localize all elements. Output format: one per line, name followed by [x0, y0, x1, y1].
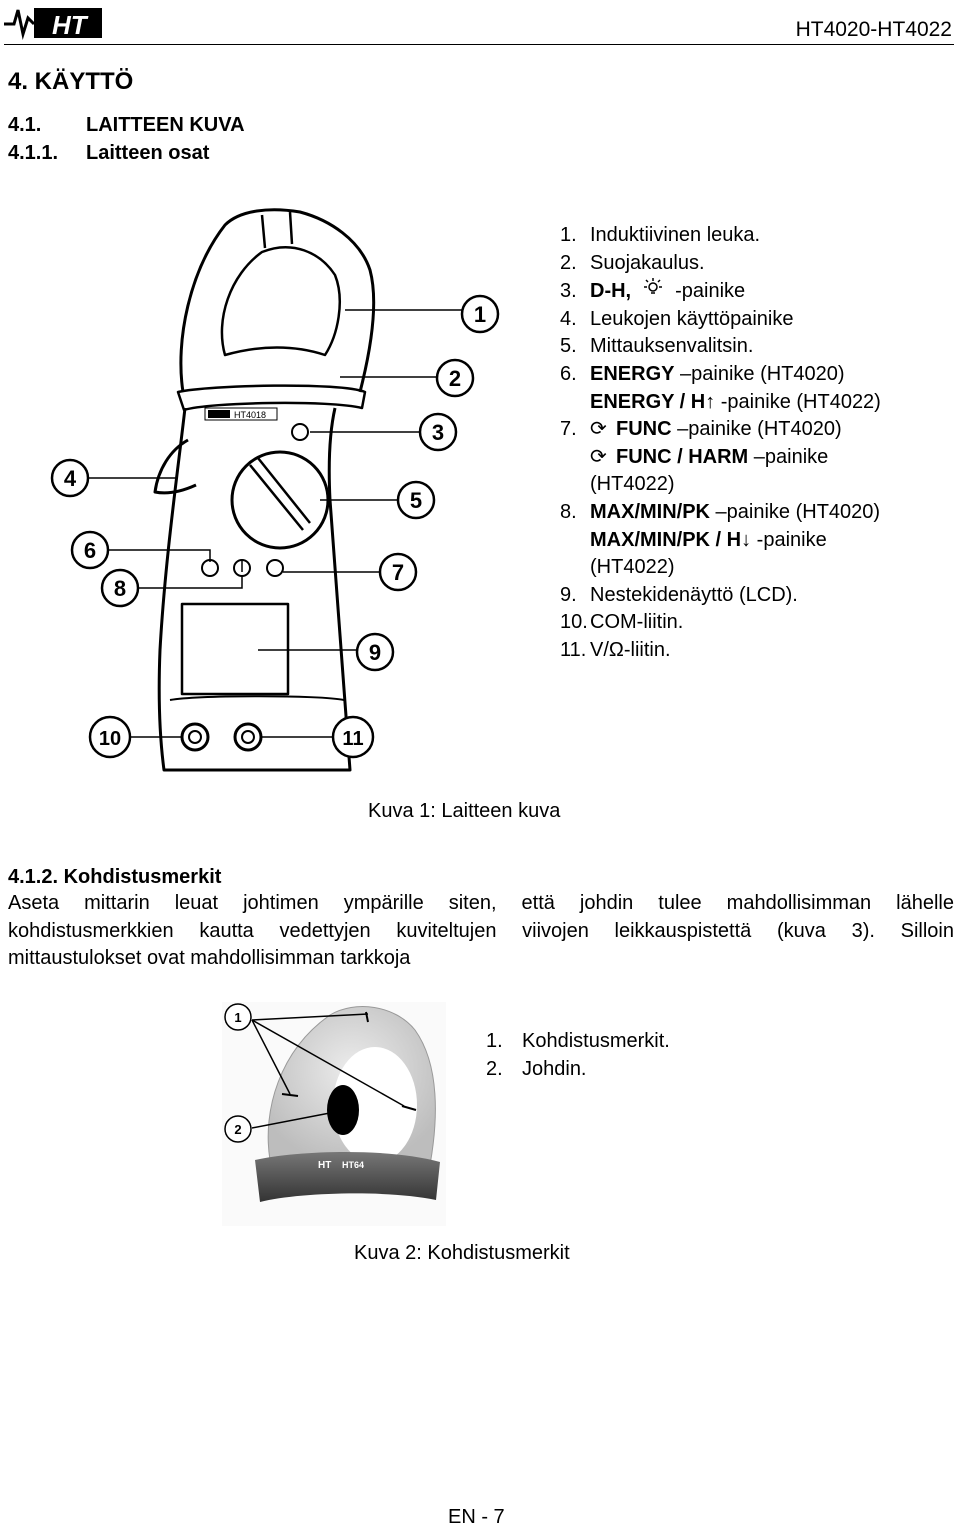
callout-7: 7 — [378, 552, 418, 592]
parts-list: 1.Induktiivinen leuka. 2.Suojakaulus. 3.… — [560, 222, 881, 665]
arrow-up-icon: ↑ — [705, 390, 716, 413]
subsubsection-heading-2: 4.1.2. Kohdistusmerkit — [8, 866, 222, 888]
button-maxmin — [266, 559, 284, 577]
cycle-icon: ⟳ — [590, 445, 607, 468]
jaw-opening — [333, 1047, 417, 1163]
list-item: 3.D-H, -painike — [560, 277, 881, 306]
svg-text:6: 6 — [84, 538, 96, 563]
svg-text:1: 1 — [234, 1010, 241, 1025]
jaw-trigger — [153, 438, 197, 495]
svg-text:3: 3 — [432, 420, 444, 445]
list-item-continuation: (HT4022) — [590, 473, 675, 496]
svg-text:7: 7 — [392, 560, 404, 585]
fig2-callout-2: 2 — [224, 1115, 252, 1143]
ht-logo: HT — [4, 4, 104, 40]
jaw-photo-figure: HT HT64 1 2 — [222, 1002, 446, 1226]
lcd-display — [180, 602, 290, 696]
svg-text:HT: HT — [52, 10, 89, 40]
list-item-continuation: MAX/MIN/PK / H↓ -painike — [590, 528, 827, 551]
callout-10: 10 — [88, 715, 132, 759]
svg-text:5: 5 — [410, 488, 422, 513]
v-ohm-terminal — [233, 722, 263, 752]
page-number: EN - 7 — [448, 1506, 505, 1528]
list-item: 6.ENERGY –painike (HT4020) — [560, 362, 845, 385]
list-item: 8.MAX/MIN/PK –painike (HT4020) — [560, 500, 881, 523]
callout-4: 4 — [50, 458, 90, 498]
callout-2: 2 — [435, 358, 475, 398]
button-energy — [201, 559, 219, 577]
svg-text:11: 11 — [342, 728, 363, 750]
hand-guard — [176, 384, 367, 412]
callout-3: 3 — [418, 412, 458, 452]
svg-text:2: 2 — [449, 366, 461, 391]
arrow-down-icon: ↓ — [741, 528, 752, 551]
list-item: 9.Nestekidenäyttö (LCD). — [560, 583, 798, 606]
callout-11: 11 — [331, 715, 375, 759]
list-item: 10.COM-liitin. — [560, 611, 684, 634]
subsection-heading: 4.1.LAITTEEN KUVA — [8, 114, 245, 136]
subsubsection-heading: 4.1.1.Laitteen osat — [8, 142, 210, 164]
callout-6: 6 — [70, 530, 110, 570]
list-item: 1.Kohdistusmerkit. — [486, 1030, 670, 1052]
svg-text:4: 4 — [64, 466, 77, 491]
jaw-inner — [220, 246, 341, 357]
cycle-icon: ⟳ — [590, 418, 607, 441]
header-rule — [4, 44, 954, 45]
document-model: HT4020-HT4022 — [795, 18, 952, 41]
figure-2-caption: Kuva 2: Kohdistusmerkit — [354, 1242, 570, 1264]
list-item-continuation: (HT4022) — [590, 556, 675, 579]
clamp-meter-figure: HT4018 1 2 3 4 5 6 7 8 9 10 11 — [50, 208, 500, 772]
list-item: 7.⟳FUNC –painike (HT4020) — [560, 416, 881, 444]
button-dh — [291, 423, 309, 441]
callout-9: 9 — [355, 632, 395, 672]
svg-text:HT: HT — [318, 1160, 331, 1171]
svg-text:8: 8 — [114, 576, 126, 601]
figure-2-legend: 1.Kohdistusmerkit. 2.Johdin. — [486, 1028, 670, 1083]
fig2-callout-1: 1 — [224, 1003, 252, 1031]
meter-body — [157, 407, 352, 772]
list-item: 4.Leukojen käyttöpainike — [560, 307, 794, 330]
callout-8: 8 — [100, 568, 140, 608]
com-terminal — [180, 722, 210, 752]
svg-text:10: 10 — [99, 728, 121, 750]
callout-5: 5 — [396, 480, 436, 520]
section-title: 4. KÄYTTÖ — [8, 68, 134, 95]
svg-text:2: 2 — [234, 1122, 241, 1137]
svg-text:9: 9 — [369, 640, 381, 665]
callout-1: 1 — [460, 294, 500, 334]
list-item: 2.Johdin. — [486, 1057, 587, 1080]
lightbulb-icon — [631, 277, 675, 306]
figure-1-caption: Kuva 1: Laitteen kuva — [368, 800, 561, 822]
jaw-base — [255, 1152, 440, 1202]
body-paragraph: Aseta mittarin leuat johtimen ympärille … — [8, 892, 954, 969]
jaw-outline — [179, 208, 376, 393]
conductor — [327, 1085, 359, 1135]
list-item: 1.Induktiivinen leuka. — [560, 224, 761, 246]
svg-text:1: 1 — [474, 302, 486, 327]
list-item-continuation: ⟳FUNC / HARM –painike — [560, 444, 881, 472]
list-item: 5.Mittauksenvalitsin. — [560, 335, 754, 358]
svg-text:HT64: HT64 — [342, 1160, 364, 1170]
list-item: 11.V/Ω-liitin. — [560, 638, 671, 661]
list-item: 2.Suojakaulus. — [560, 251, 705, 274]
list-item-continuation: ENERGY / H↑ -painike (HT4022) — [590, 390, 881, 413]
device-model-label: HT4018 — [234, 410, 266, 420]
